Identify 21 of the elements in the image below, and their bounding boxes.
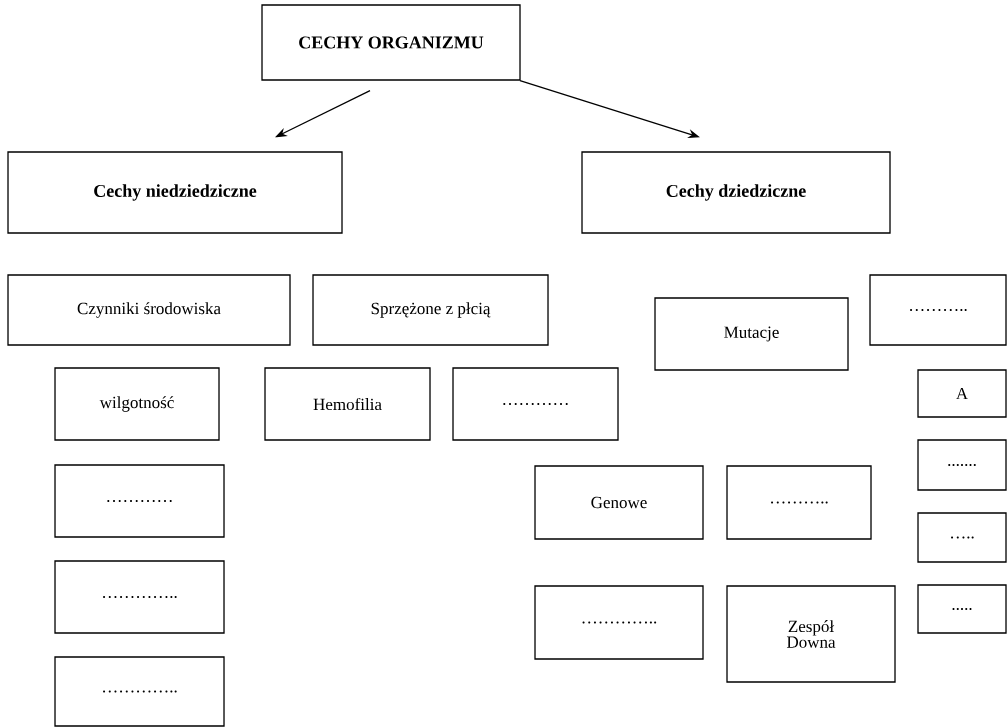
text-box: ....... — [917, 439, 1007, 491]
text-box: ………….. — [54, 560, 225, 634]
text-box: ………… — [452, 367, 619, 441]
text-box: ….. — [917, 512, 1007, 563]
text-box: Genowe — [534, 465, 704, 540]
text-box: ……….. — [869, 274, 1007, 346]
text-box: Zespół Downa — [726, 585, 896, 683]
text-box: ………….. — [534, 585, 704, 660]
text-box: Sprzężone z płcią — [312, 274, 549, 346]
text-box: ………… — [54, 464, 225, 538]
text-box: wilgotność — [54, 367, 220, 441]
heading-box: Cechy niedziedziczne — [7, 151, 343, 234]
heading-box: Cechy dziedziczne — [581, 151, 891, 234]
text-box: Mutacje — [654, 297, 849, 371]
text-box: A — [917, 369, 1007, 418]
text-box: Hemofilia — [264, 367, 431, 441]
heading-box: CECHY ORGANIZMU — [261, 4, 521, 81]
text-box: ..... — [917, 584, 1007, 634]
text-box: Czynniki środowiska — [7, 274, 291, 346]
text-box: ………….. — [54, 656, 225, 727]
text-box: ……….. — [726, 465, 872, 540]
